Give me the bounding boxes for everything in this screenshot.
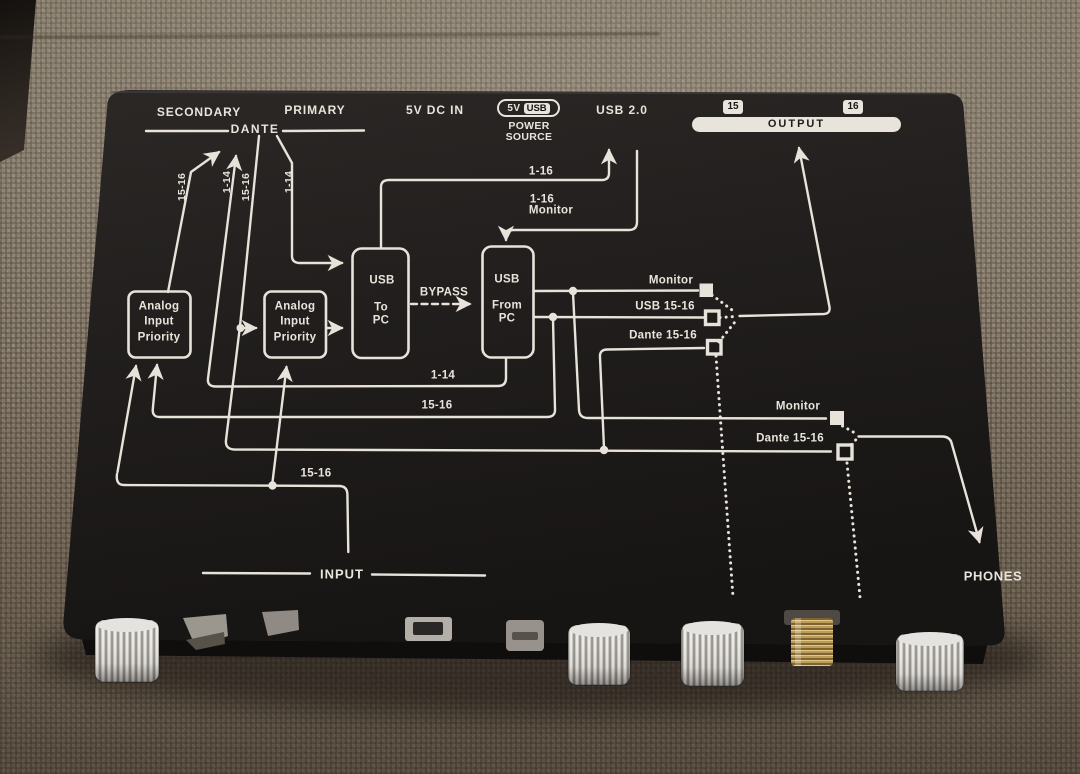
usb-return-line xyxy=(497,149,639,242)
usb-send-1-16-label: 1-16 xyxy=(528,165,554,178)
output-selector-monitor-label: Monitor xyxy=(648,274,694,287)
dante-send-1-14-line xyxy=(206,154,508,388)
power-source-label-line1: POWER xyxy=(508,119,550,132)
usb-15-16-line xyxy=(532,315,706,319)
selector-dotted xyxy=(718,315,737,319)
volume-knob-3 xyxy=(680,621,745,687)
dante-label: DANTE xyxy=(230,122,280,136)
selector-dotted xyxy=(717,318,738,344)
usb-send-line xyxy=(379,148,618,250)
panel-top-edge-highlight xyxy=(111,91,948,95)
badge-usb-label: USB xyxy=(523,102,550,114)
xlr-latch-1 xyxy=(183,614,228,650)
power-switch xyxy=(506,620,544,651)
secondary-label: SECONDARY xyxy=(156,105,242,119)
usb-15-16-to-analog1-branch xyxy=(147,317,557,419)
analog-box2-line1: Analog xyxy=(274,300,316,313)
route-usb-15-16-label: 15-16 xyxy=(421,399,453,412)
output-selector-nodes xyxy=(699,283,723,356)
usb-from-pc-box xyxy=(481,245,535,359)
route-1-14-label: 1-14 xyxy=(430,369,456,382)
dante-send-15-16-channel-label: 15-16 xyxy=(175,172,188,202)
usb-15-16-node xyxy=(703,309,721,327)
monitor-selected-node xyxy=(699,283,713,297)
primary-label: PRIMARY xyxy=(284,103,346,117)
volume-knob-1 xyxy=(94,618,160,683)
badge-5v-label: 5V xyxy=(507,102,521,114)
usb-return-1-16-label: 1-16 xyxy=(529,193,555,206)
dante-receive-1-14-channel-label: 1-14 xyxy=(282,170,295,194)
usb-from-pc-label-line3: PC xyxy=(498,312,516,325)
dante-receive-15-16-channel-label: 15-16 xyxy=(239,172,252,202)
device-panel xyxy=(63,90,1005,646)
dante-to-output-selector-branch xyxy=(598,346,706,450)
monitor-line xyxy=(532,289,700,293)
analog-input-arrow-2 xyxy=(271,365,293,484)
dante-15-16-node xyxy=(705,338,723,356)
dante-send-15-16-line xyxy=(166,150,221,294)
phones-label: PHONES xyxy=(963,568,1023,584)
output-ch15-badge: 15 xyxy=(723,100,743,114)
usb-to-pc-label-line3: PC xyxy=(372,314,390,327)
analog-box1-line2: Input xyxy=(144,315,174,328)
bypass-label: BYPASS xyxy=(419,286,469,299)
usb-port xyxy=(405,617,452,641)
analog-input-priority-box-1 xyxy=(127,290,192,359)
dante-receive-1-14-line xyxy=(275,134,344,272)
analog-box1-line3: Priority xyxy=(137,331,181,344)
route-analog-15-16-label: 15-16 xyxy=(300,467,332,480)
front-edge xyxy=(82,639,987,664)
input-underline-left xyxy=(201,571,312,575)
dc-in-label: 5V DC IN xyxy=(406,103,464,117)
power-source-badge: 5V USB xyxy=(497,99,560,117)
usb-2-0-label: USB 2.0 xyxy=(596,103,648,117)
usb-from-pc-label-line2: From xyxy=(492,299,522,312)
analog-input-arrow-1 xyxy=(116,364,142,474)
phones-arrow-line xyxy=(857,435,984,544)
usb-return-monitor-label: Monitor xyxy=(528,204,574,217)
selector-dotted xyxy=(710,293,738,315)
phones-selector-dotted xyxy=(841,424,857,435)
analog-input-15-16-line xyxy=(115,472,350,554)
phones-selector-nodes xyxy=(830,411,854,461)
phones-jack xyxy=(784,610,840,666)
phones-monitor-selected-node xyxy=(830,411,844,425)
phones-dante-15-16-node xyxy=(836,443,854,461)
analog-input-priority-box-2 xyxy=(263,290,328,359)
analog-box2-line2: Input xyxy=(280,315,310,328)
volume-knob-2 xyxy=(567,623,631,686)
analog-box2-line3: Priority xyxy=(273,331,317,344)
power-source-label-line2: SOURCE xyxy=(505,130,553,143)
dante-underline-right xyxy=(281,129,366,133)
usb-from-pc-label-line1: USB xyxy=(494,273,520,286)
analog-box1-line1: Analog xyxy=(138,300,180,313)
dante-send-1-14-channel-label: 1-14 xyxy=(220,170,233,194)
phones-selector-monitor-label: Monitor xyxy=(775,400,821,413)
junction-dot xyxy=(599,445,609,455)
volume-knob-4 xyxy=(895,632,965,692)
selector-dotted-drop-line xyxy=(714,354,735,599)
phones-selector-dotted-drop-line xyxy=(845,461,862,599)
phones-selector-dante-label: Dante 15-16 xyxy=(756,432,824,445)
junction-dot xyxy=(268,481,277,490)
input-label: INPUT xyxy=(320,566,364,582)
output-bar: OUTPUT xyxy=(692,117,901,132)
monitor-to-phones-selector-branch xyxy=(571,291,828,420)
dante-receive-15-16-line xyxy=(224,134,833,453)
usb-to-pc-box xyxy=(351,247,410,360)
output-ch16-badge: 16 xyxy=(843,100,863,114)
output-selector-usb-label: USB 15-16 xyxy=(635,300,695,313)
signal-flow-lines xyxy=(115,129,984,599)
usb-to-pc-label-line2: To xyxy=(374,301,388,314)
input-underline-right xyxy=(370,573,487,577)
output-selector-dante-label: Dante 15-16 xyxy=(629,329,697,342)
xlr-latch-2 xyxy=(262,610,299,636)
output-arrow-line xyxy=(738,146,831,318)
usb-to-pc-label-line1: USB xyxy=(369,274,395,287)
junction-dot xyxy=(568,286,578,296)
junction-dot xyxy=(548,312,558,322)
